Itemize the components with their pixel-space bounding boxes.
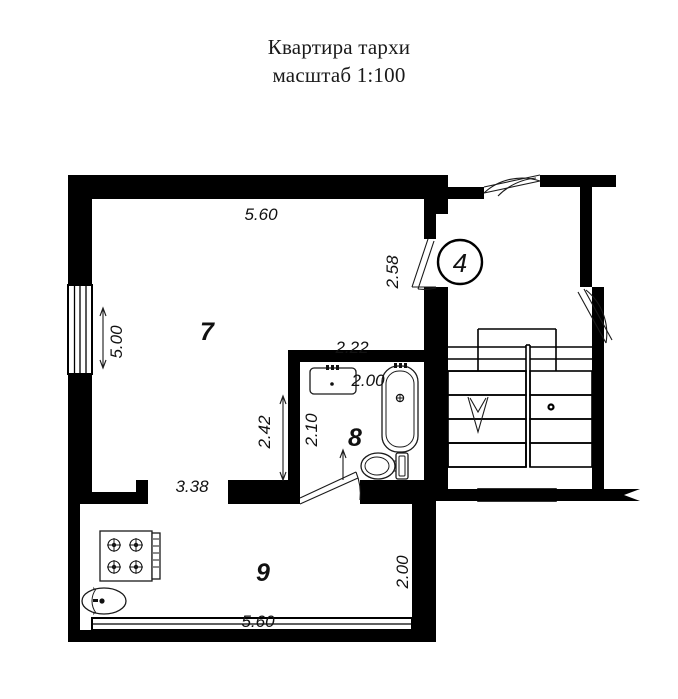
kitchen-sink-icon — [81, 586, 127, 616]
window-bottom — [91, 617, 413, 631]
dimension-258: 2.58 — [383, 255, 402, 290]
dimension-bottom-560: 5.60 — [241, 612, 275, 631]
dimension-200-bath: 2.00 — [350, 371, 385, 390]
dim-arrow-242 — [279, 394, 287, 482]
wall-structure — [68, 175, 640, 642]
dimension-338: 3.38 — [175, 477, 209, 496]
bathtub-icon — [381, 363, 419, 453]
page-title: Квартира тархи — [267, 35, 411, 59]
dimension-222: 2.22 — [334, 338, 369, 357]
dim-arrow-kitchen — [339, 448, 347, 480]
door-bathroom — [299, 471, 361, 505]
stairwell-number-label: 4 — [453, 248, 467, 278]
plan-title-block: Квартира тархи масштаб 1:100 — [0, 34, 678, 89]
dimension-right-200: 2.00 — [393, 555, 412, 590]
staircase — [447, 328, 593, 502]
door-entry-apartment-top — [483, 174, 541, 197]
dimension-210: 2.10 — [302, 413, 321, 448]
dimension-top-560: 5.60 — [244, 205, 278, 224]
stove-icon — [99, 530, 161, 582]
door-room-7 — [411, 238, 437, 290]
room-label-7: 7 — [200, 318, 215, 346]
dimension-leaders — [99, 306, 347, 482]
stairs-down-arrow-icon — [467, 396, 489, 435]
window-left — [67, 284, 93, 375]
page-subtitle-scale: масштаб 1:100 — [272, 62, 406, 87]
door-neighbor-apartment — [577, 288, 613, 344]
dimension-left-500: 5.00 — [107, 325, 126, 359]
stairwell-number-badge: 4 — [436, 238, 484, 286]
washbasin-icon — [309, 365, 357, 395]
room-label-8: 8 — [348, 424, 362, 452]
toilet-icon — [360, 452, 409, 480]
dimension-242: 2.42 — [255, 415, 274, 450]
room-label-9: 9 — [256, 559, 270, 587]
dim-arrow-500 — [99, 306, 107, 370]
